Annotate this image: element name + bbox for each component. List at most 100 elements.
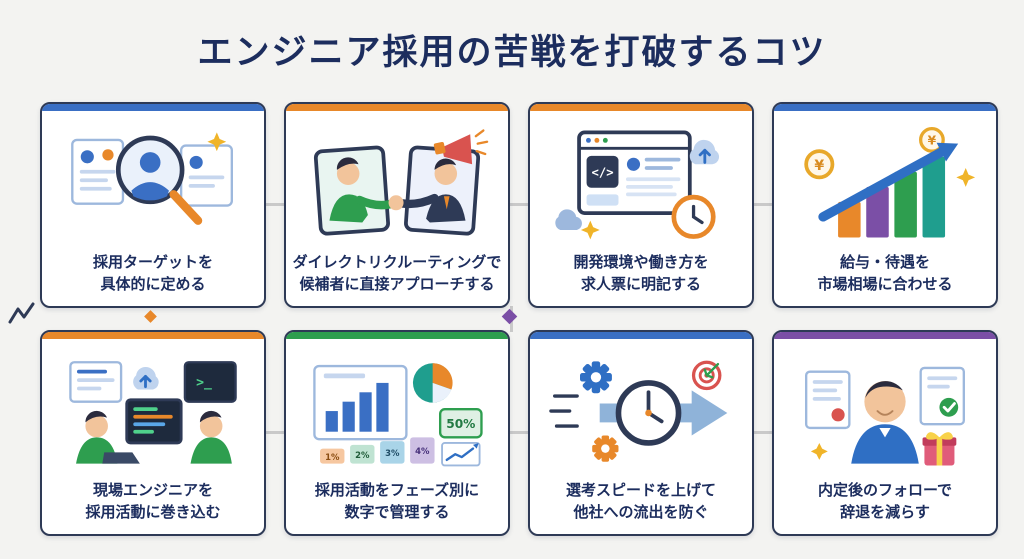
card-caption: ダイレクトリクルーティングで 候補者に直接アプローチする bbox=[286, 252, 508, 306]
card-accent-bar bbox=[42, 332, 264, 339]
connector-line bbox=[753, 431, 779, 434]
caption-line: 他社への流出を防ぐ bbox=[573, 502, 709, 521]
caption-line: 採用活動に巻き込む bbox=[85, 502, 221, 521]
caption-line: 具体的に定める bbox=[100, 274, 206, 293]
candidate-avatar bbox=[851, 380, 919, 464]
growth-arrow-icon bbox=[818, 142, 959, 222]
percent-panel: 50% bbox=[438, 407, 483, 439]
card-phase-metrics: 50% 1% 2% 3% 4% bbox=[284, 330, 510, 536]
terminal-prompt-glyph: >_ bbox=[196, 375, 212, 390]
connector-line bbox=[265, 431, 291, 434]
sparkle-icon bbox=[207, 132, 227, 151]
clock-icon bbox=[615, 379, 682, 446]
terminal-panel: >_ bbox=[183, 360, 237, 403]
salary-chart-illustration: ¥ ¥ bbox=[804, 126, 976, 238]
percent-tag: 3% bbox=[385, 448, 400, 458]
card-direct-recruiting: ダイレクトリクルーティングで 候補者に直接アプローチする bbox=[284, 102, 510, 308]
caption-line: 給与・待遇を bbox=[839, 253, 930, 272]
card-accent-bar bbox=[774, 104, 996, 111]
caption-line: 市場相場に合わせる bbox=[817, 274, 953, 293]
code-panel bbox=[69, 360, 123, 403]
percent-big-label: 50% bbox=[446, 417, 475, 431]
card-caption: 採用ターゲットを 具体的に定める bbox=[42, 252, 264, 306]
card-illustration-area bbox=[774, 339, 996, 480]
zigzag-decoration bbox=[8, 302, 35, 324]
card-define-target: 採用ターゲットを 具体的に定める bbox=[40, 102, 266, 308]
upload-cloud-icon bbox=[689, 139, 720, 164]
magnifier-icon bbox=[115, 135, 203, 225]
card-illustration-area: ¥ ¥ bbox=[774, 111, 996, 252]
bar-chart bbox=[838, 156, 946, 238]
code-monitor bbox=[125, 398, 183, 445]
pie-chart-icon bbox=[412, 362, 453, 403]
connector-line bbox=[753, 203, 779, 206]
sparkle-icon bbox=[956, 167, 976, 187]
engineer-right bbox=[190, 410, 232, 464]
card-market-salary: ¥ ¥ bbox=[772, 102, 998, 308]
card-accent-bar bbox=[286, 332, 508, 339]
gift-icon bbox=[922, 431, 957, 466]
yen-coin-icon: ¥ bbox=[804, 148, 835, 180]
card-illustration-area bbox=[286, 111, 508, 252]
svg-text:¥: ¥ bbox=[928, 133, 937, 147]
caption-line: 辞退を減らす bbox=[840, 502, 930, 521]
caption-line: 採用ターゲットを bbox=[92, 253, 213, 272]
metrics-dashboard-illustration: 50% 1% 2% 3% 4% bbox=[313, 362, 483, 467]
card-caption: 内定後のフォローで 辞退を減らす bbox=[774, 480, 996, 534]
connector-line bbox=[265, 203, 291, 206]
speed-clock-illustration bbox=[549, 360, 728, 462]
trend-chart-icon bbox=[441, 441, 481, 467]
card-illustration-area: </> bbox=[530, 111, 752, 252]
speed-lines bbox=[549, 394, 579, 428]
card-accent-bar bbox=[42, 104, 264, 111]
offer-document bbox=[804, 370, 851, 429]
card-job-posting-clarity: </> bbox=[528, 102, 754, 308]
card-illustration-area: >_ bbox=[42, 339, 264, 480]
card-caption: 採用活動をフェーズ別に 数字で管理する bbox=[286, 480, 508, 534]
handshake-screens-illustration bbox=[313, 129, 489, 236]
caption-line: 数字で管理する bbox=[344, 502, 450, 521]
card-accent-bar bbox=[530, 104, 752, 111]
profile-card-left bbox=[71, 138, 125, 205]
pair-engineers-illustration: >_ bbox=[69, 360, 237, 464]
card-post-offer-follow: 内定後のフォローで 辞退を減らす bbox=[772, 330, 998, 536]
tips-grid: 採用ターゲットを 具体的に定める bbox=[40, 102, 998, 536]
gear-icon-orange bbox=[592, 435, 619, 462]
card-caption: 給与・待遇を 市場相場に合わせる bbox=[774, 252, 996, 306]
check-document bbox=[919, 366, 966, 426]
job-posting-illustration: </> bbox=[555, 130, 720, 240]
card-illustration-area bbox=[42, 111, 264, 252]
offer-follow-illustration bbox=[804, 366, 966, 466]
connector-line bbox=[509, 203, 535, 206]
funnel-steps: 1% 2% 3% 4% bbox=[320, 437, 435, 464]
card-accent-bar bbox=[774, 332, 996, 339]
code-tag-glyph: </> bbox=[592, 165, 614, 179]
gear-icon-blue bbox=[580, 361, 612, 393]
engineer-left bbox=[76, 410, 140, 464]
handshake-icon bbox=[355, 193, 439, 210]
bar-panel bbox=[313, 364, 408, 441]
caption-line: 求人票に明記する bbox=[580, 274, 701, 293]
percent-tag: 1% bbox=[325, 452, 340, 462]
caption-line: 選考スピードを上げて bbox=[565, 481, 716, 500]
caption-line: 現場エンジニアを bbox=[92, 481, 213, 500]
page-title: エンジニア採用の苦戦を打破するコツ bbox=[197, 33, 827, 73]
caption-line: ダイレクトリクルーティングで bbox=[292, 253, 502, 272]
card-caption: 選考スピードを上げて 他社への流出を防ぐ bbox=[530, 480, 752, 534]
card-accent-bar bbox=[530, 332, 752, 339]
megaphone-icon bbox=[433, 129, 489, 164]
percent-tag: 4% bbox=[415, 446, 430, 456]
card-speed-up-selection: 選考スピードを上げて 他社への流出を防ぐ bbox=[528, 330, 754, 536]
svg-text:¥: ¥ bbox=[814, 158, 824, 174]
card-caption: 現場エンジニアを 採用活動に巻き込む bbox=[42, 480, 264, 534]
sparkle-icon bbox=[810, 442, 828, 460]
upload-cloud-icon bbox=[133, 366, 159, 390]
connector-line bbox=[509, 431, 535, 434]
clock-icon bbox=[671, 194, 716, 239]
percent-tag: 2% bbox=[355, 450, 370, 460]
yen-coin-icon: ¥ bbox=[919, 126, 945, 153]
card-illustration-area bbox=[530, 339, 752, 480]
caption-line: 開発環境や働き方を bbox=[573, 253, 709, 272]
card-accent-bar bbox=[286, 104, 508, 111]
